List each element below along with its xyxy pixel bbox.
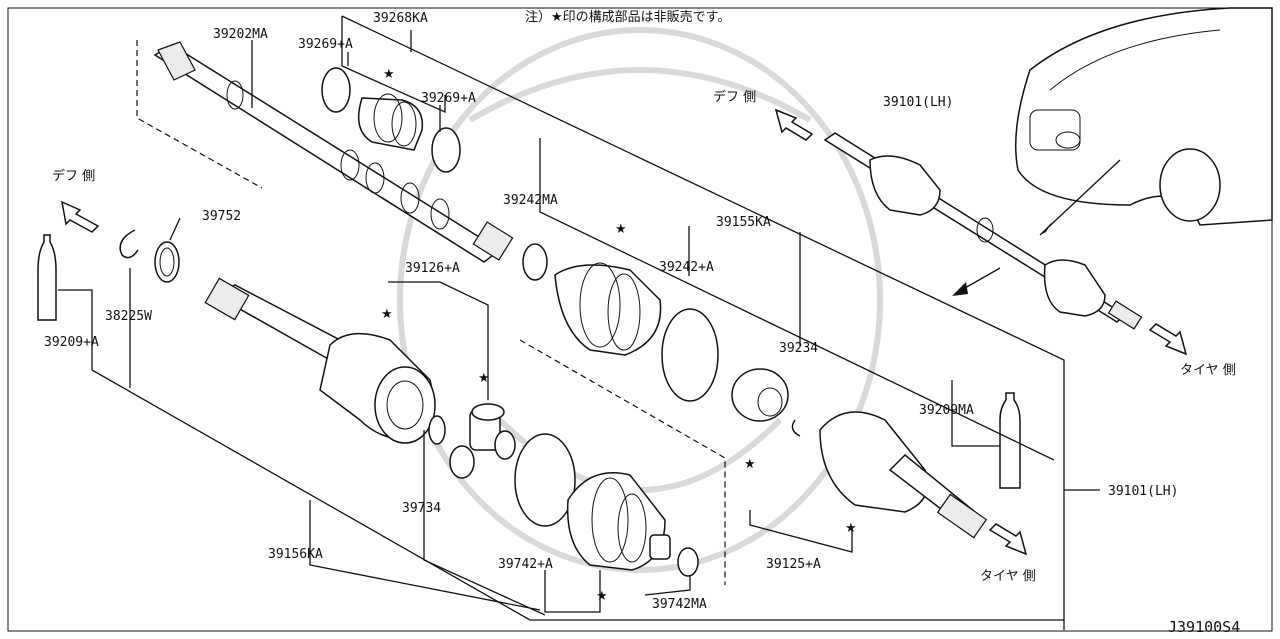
part-label-39209MA[interactable]: 39209MA xyxy=(919,403,974,418)
star-marker: ★ xyxy=(596,589,608,604)
part-label-39742MA[interactable]: 39742MA xyxy=(652,597,707,612)
assembly-box xyxy=(91,15,1100,630)
tripod-joint xyxy=(428,403,516,479)
part-label-39234[interactable]: 39234 xyxy=(779,341,818,356)
grease-tube-right xyxy=(999,392,1021,489)
part-label-39742A[interactable]: 39742+A xyxy=(498,557,553,572)
arrow-assembly xyxy=(952,267,1001,296)
part-label-39269A-right[interactable]: 39269+A xyxy=(421,91,476,106)
part-label-39125A[interactable]: 39125+A xyxy=(766,557,821,572)
part-label-39209A[interactable]: 39209+A xyxy=(44,335,99,350)
grease-tube-left xyxy=(37,234,57,321)
circlip-39752 xyxy=(154,241,180,283)
star-marker: ★ xyxy=(478,371,490,386)
direction-label-tire-top: タイヤ 側 xyxy=(1180,363,1236,378)
part-label-38225W[interactable]: 38225W xyxy=(105,309,152,324)
diagram-code: J39100S4 xyxy=(1168,618,1240,636)
non-sale-markers: ★ ★ ★ ★ ★ ★ ★ xyxy=(381,67,857,604)
leader-lines xyxy=(58,16,1055,616)
outer-joint xyxy=(819,411,988,539)
arrow-tire-top xyxy=(1148,323,1188,356)
frame-border xyxy=(7,7,1273,632)
star-marker: ★ xyxy=(383,67,395,82)
star-marker: ★ xyxy=(845,521,857,536)
part-label-39242MA[interactable]: 39242MA xyxy=(503,193,558,208)
part-label-39202MA[interactable]: 39202MA xyxy=(213,27,268,42)
vehicle-illustration xyxy=(1014,7,1273,236)
arrow-diff-top xyxy=(774,108,814,141)
part-label-39268KA[interactable]: 39268KA xyxy=(373,11,428,26)
part-label-39156KA[interactable]: 39156KA xyxy=(268,547,323,562)
inner-joint-housing xyxy=(204,277,436,444)
joint-cage xyxy=(731,368,801,437)
part-label-39126A[interactable]: 39126+A xyxy=(405,261,460,276)
arrow-tire-bottom xyxy=(988,523,1028,556)
assembled-shaft-top xyxy=(823,132,1143,330)
part-label-39752[interactable]: 39752 xyxy=(202,209,241,224)
outer-boot xyxy=(522,243,719,402)
direction-label-diff-top: デフ 側 xyxy=(713,89,756,105)
small-boot-kit xyxy=(321,67,461,173)
direction-label-diff-left: デフ 側 xyxy=(52,168,95,184)
star-marker: ★ xyxy=(381,307,393,322)
arrow-diff-left xyxy=(61,200,100,233)
star-marker: ★ xyxy=(615,222,627,237)
star-marker: ★ xyxy=(744,457,756,472)
part-label-39101LH-side[interactable]: 39101(LH) xyxy=(1108,484,1178,499)
part-label-39734[interactable]: 39734 xyxy=(402,501,441,516)
part-label-39269A-top[interactable]: 39269+A xyxy=(298,37,353,52)
axle-shaft xyxy=(153,41,514,263)
direction-label-tire-bottom: タイヤ 側 xyxy=(980,569,1036,584)
part-label-39242A[interactable]: 39242+A xyxy=(659,260,714,275)
non-sale-note: 注）★印の構成部品は非販売です。 xyxy=(525,9,730,25)
inner-boot xyxy=(514,433,699,577)
part-label-39155KA[interactable]: 39155KA xyxy=(716,215,771,230)
part-label-39101LH-top[interactable]: 39101(LH) xyxy=(883,95,953,110)
circlip-38225W xyxy=(119,229,139,259)
